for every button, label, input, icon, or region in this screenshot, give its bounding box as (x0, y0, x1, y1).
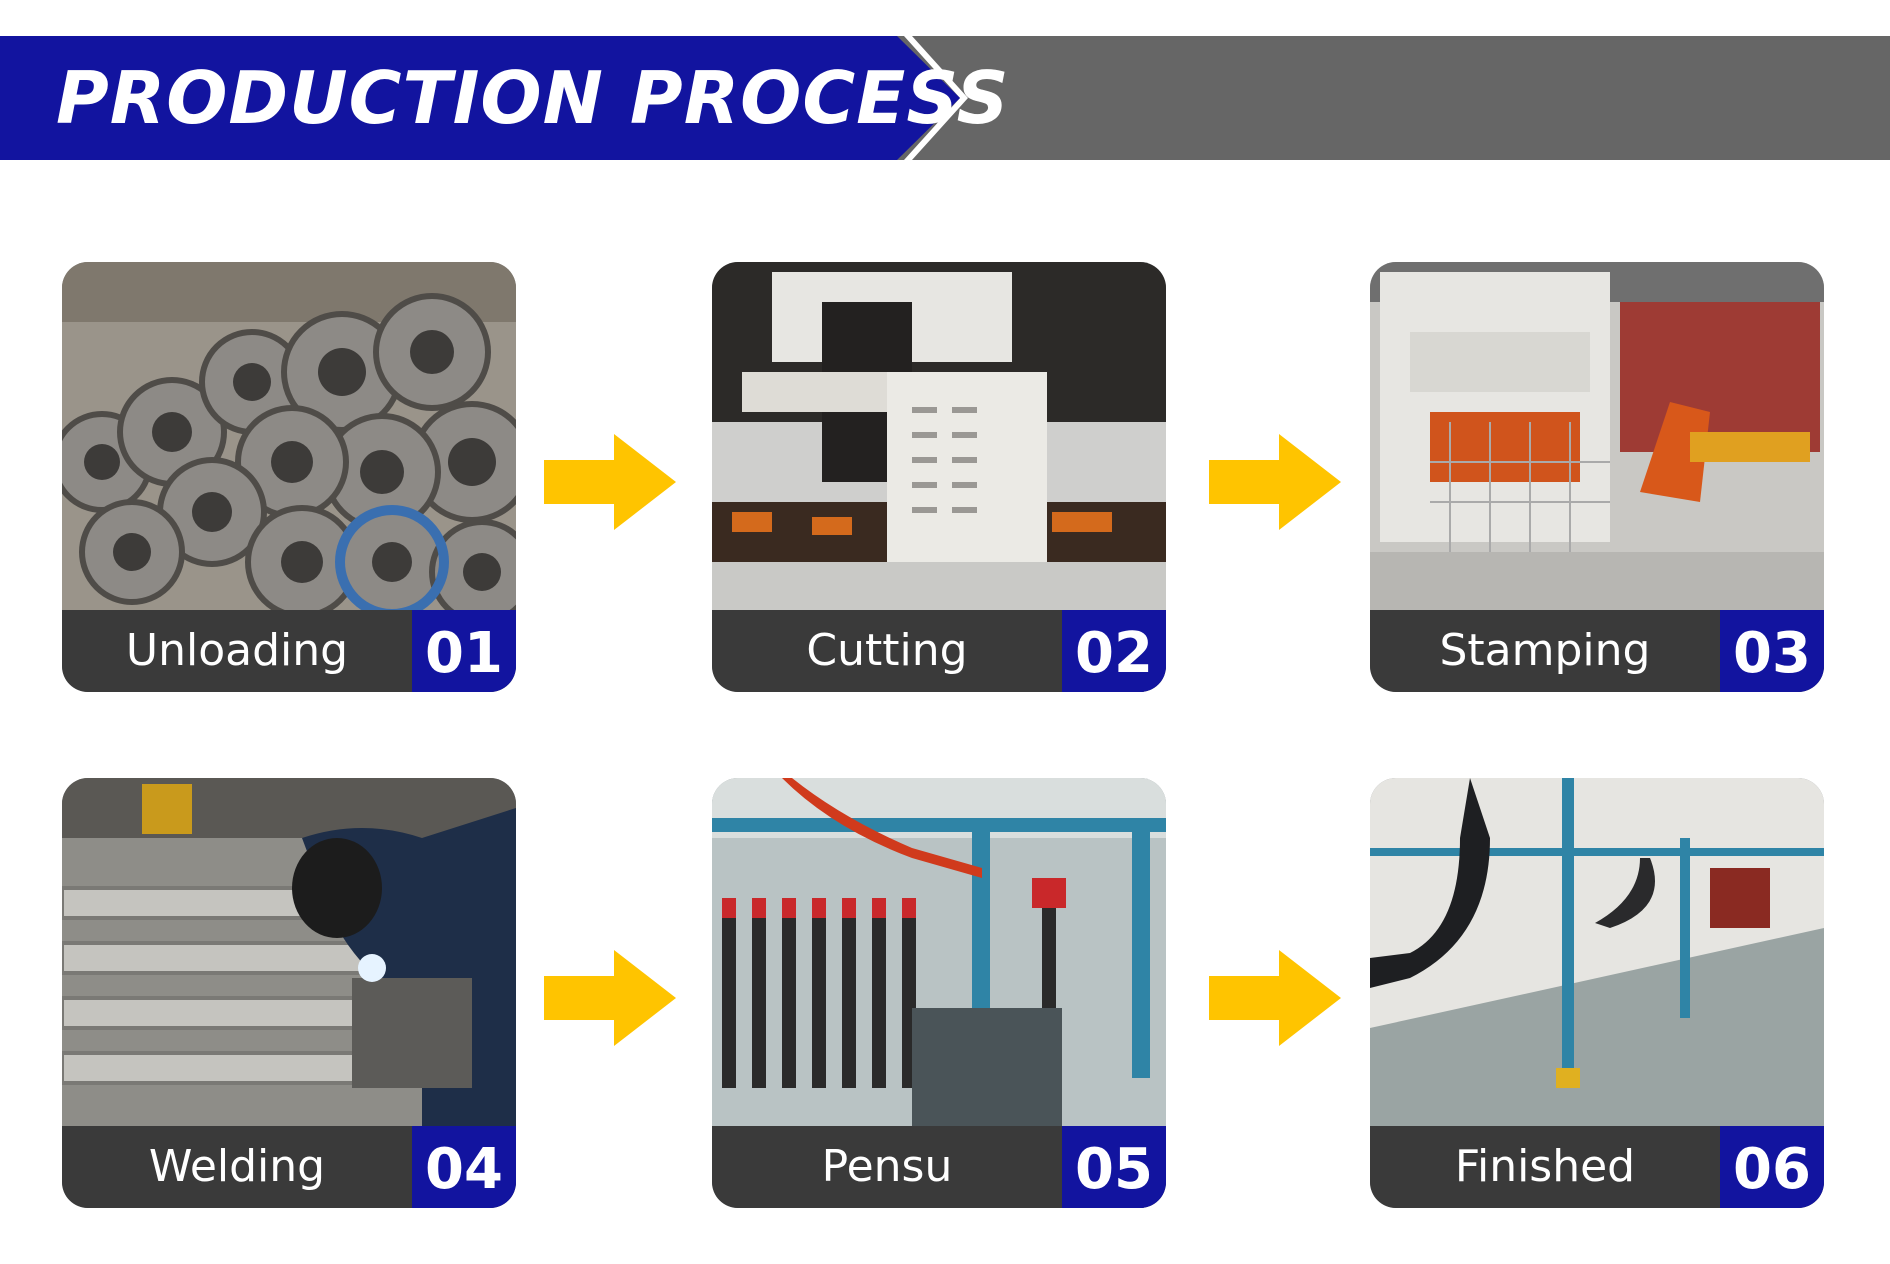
step-photo-cutting (712, 262, 1166, 610)
step-number: 05 (1062, 1126, 1166, 1208)
step-label: Welding (148, 1141, 326, 1192)
step-card-finished: Finished 06 (1370, 778, 1824, 1208)
step-label: Stamping (1439, 625, 1651, 676)
step-label: Cutting (806, 625, 968, 676)
step-number: 02 (1062, 610, 1166, 692)
page-title: PRODUCTION PROCESS (56, 56, 1010, 140)
step-card-welding: Welding 04 (62, 778, 516, 1208)
step-photo-pensu (712, 778, 1166, 1126)
step-number: 04 (412, 1126, 516, 1208)
step-photo-finished (1370, 778, 1824, 1126)
arrow-right-icon (1209, 950, 1341, 1046)
arrow-right-icon (544, 950, 676, 1046)
step-card-unloading: Unloading 01 (62, 262, 516, 692)
step-card-pensu: Pensu 05 (712, 778, 1166, 1208)
step-label: Pensu (821, 1141, 953, 1192)
step-label: Unloading (125, 625, 349, 676)
step-card-cutting: Cutting 02 (712, 262, 1166, 692)
step-card-stamping: Stamping 03 (1370, 262, 1824, 692)
step-photo-stamping (1370, 262, 1824, 610)
step-number: 06 (1720, 1126, 1824, 1208)
step-photo-welding (62, 778, 516, 1126)
step-number: 03 (1720, 610, 1824, 692)
step-number: 01 (412, 610, 516, 692)
step-photo-unloading (62, 262, 516, 610)
arrow-right-icon (544, 434, 676, 530)
step-label: Finished (1454, 1141, 1636, 1192)
arrow-right-icon (1209, 434, 1341, 530)
header-banner (0, 36, 960, 160)
